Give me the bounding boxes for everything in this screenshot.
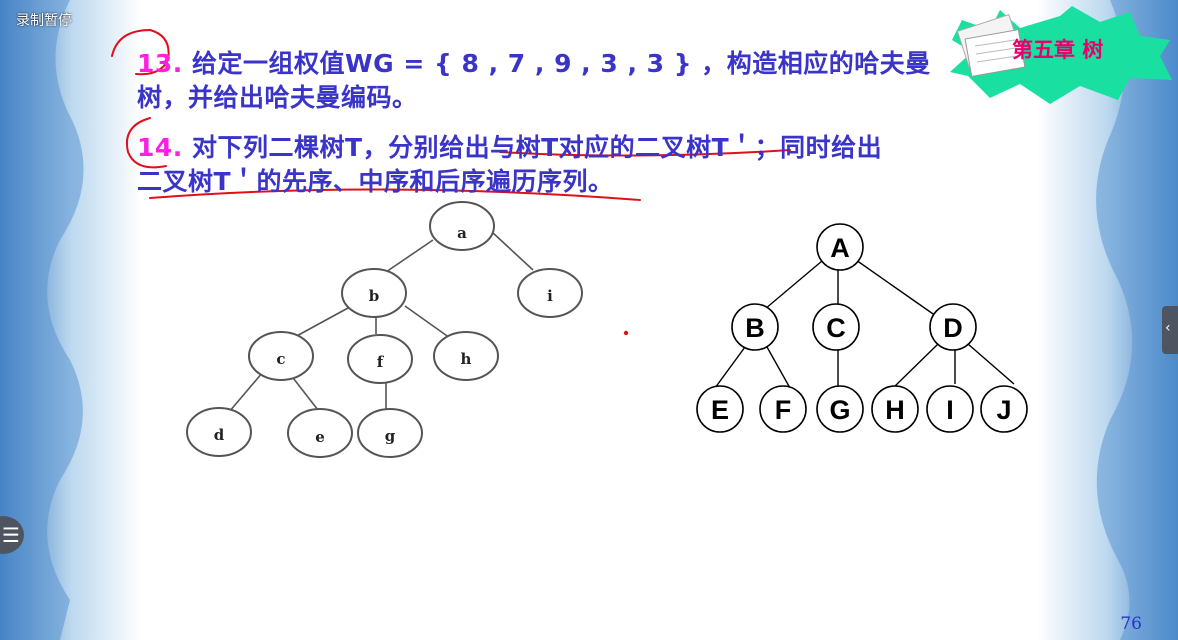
tree-node-label: J bbox=[996, 395, 1011, 425]
tree-right-edges bbox=[714, 259, 1015, 389]
tree-node bbox=[926, 385, 974, 433]
question-13-text-1: 给定一组权值WG = { 8 , 7 , 9 , 3 , 3 } ，构造相应的哈… bbox=[192, 49, 931, 78]
side-panel-toggle[interactable]: ‹ bbox=[1162, 306, 1178, 354]
tree-node-label: e bbox=[315, 428, 325, 446]
tree-node-label: c bbox=[276, 350, 285, 368]
tree-node-label: d bbox=[214, 426, 225, 444]
question-14-number: 14. bbox=[137, 133, 183, 162]
question-13-line-1: 13. 给定一组权值WG = { 8 , 7 , 9 , 3 , 3 } ，构造… bbox=[137, 44, 931, 80]
tree-node-label: B bbox=[745, 313, 765, 343]
tree-node bbox=[929, 303, 977, 351]
chapter-label: 第五章 树 bbox=[1012, 38, 1104, 62]
tree-node bbox=[696, 385, 744, 433]
tree-node bbox=[816, 223, 864, 271]
tree-node-label: F bbox=[775, 395, 792, 425]
tree-node bbox=[433, 331, 499, 381]
annotation-underline-1 bbox=[499, 149, 791, 157]
chapter-badge bbox=[950, 6, 1172, 104]
annotation-mark-14 bbox=[126, 117, 167, 169]
question-13-line-2: 树，并给出哈夫曼编码。 bbox=[137, 83, 418, 112]
tree-node-label: I bbox=[946, 395, 954, 425]
pen-annotations bbox=[111, 28, 791, 336]
tree-node bbox=[812, 303, 860, 351]
annotation-underline-2 bbox=[149, 188, 641, 201]
tree-node bbox=[347, 334, 413, 384]
tree-node-label: C bbox=[826, 313, 846, 343]
tree-node bbox=[759, 385, 807, 433]
list-menu-icon: ☰ bbox=[2, 523, 20, 547]
annotation-dot bbox=[623, 330, 629, 336]
question-13-number: 13. bbox=[137, 49, 183, 78]
tree-node bbox=[816, 385, 864, 433]
tree-node-label: b bbox=[369, 287, 380, 305]
chevron-left-icon: ‹ bbox=[1165, 320, 1171, 336]
question-14-line-1: 14. 对下列二棵树T，分别给出与树T对应的二叉树T＇；同时给出 bbox=[137, 128, 882, 164]
tree-node bbox=[429, 201, 495, 251]
tree-node-label: E bbox=[711, 395, 729, 425]
tree-node-label: a bbox=[457, 224, 467, 242]
tree-node-label: G bbox=[829, 395, 850, 425]
question-14-line-2: 二叉树T＇的先序、中序和后序遍历序列。 bbox=[137, 167, 614, 196]
tree-node bbox=[517, 268, 583, 318]
tree-node bbox=[248, 331, 314, 381]
tree-node-label: f bbox=[377, 353, 385, 371]
tree-node bbox=[186, 407, 252, 457]
left-wave-decoration bbox=[0, 0, 84, 640]
tree-node bbox=[341, 268, 407, 318]
tree-node bbox=[287, 408, 353, 458]
tree-left-edges bbox=[228, 231, 534, 413]
tree-node bbox=[731, 303, 779, 351]
right-wave-decoration bbox=[1096, 0, 1178, 640]
recording-status: 录制暂停 bbox=[16, 13, 72, 29]
tree-node bbox=[357, 408, 423, 458]
tree-node-label: A bbox=[830, 233, 850, 263]
tree-node-label: i bbox=[547, 287, 553, 305]
question-14-text-1: 对下列二棵树T，分别给出与树T对应的二叉树T＇；同时给出 bbox=[192, 133, 883, 162]
tree-node-label: H bbox=[885, 395, 905, 425]
tree-left-nodes bbox=[186, 201, 583, 458]
annotation-mark-13 bbox=[111, 28, 170, 76]
tree-node bbox=[980, 385, 1028, 433]
notes-image bbox=[956, 13, 1026, 77]
tree-right-nodes bbox=[696, 223, 1028, 433]
tree-node-label: g bbox=[385, 427, 396, 445]
tree-node-label: h bbox=[461, 350, 472, 368]
tree-node-label: D bbox=[943, 313, 963, 343]
page-number: 76 bbox=[1120, 614, 1142, 634]
tree-node bbox=[871, 385, 919, 433]
